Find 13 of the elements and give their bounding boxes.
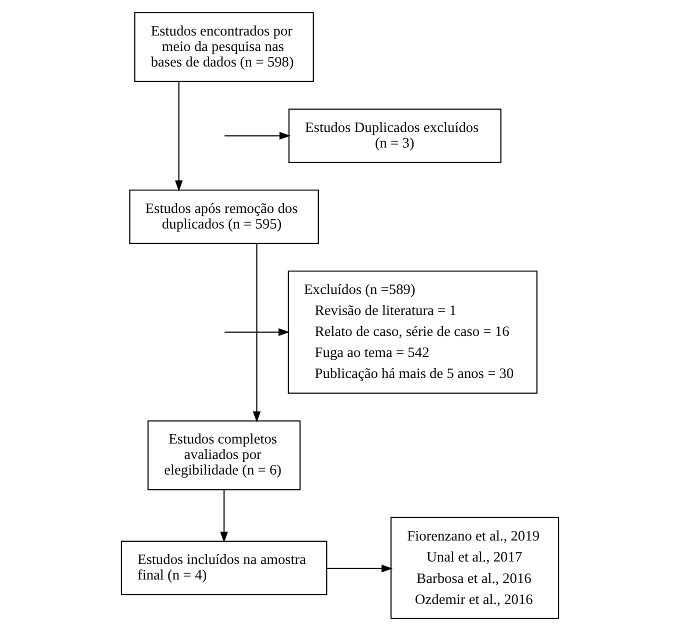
- arrow: [252, 244, 261, 422]
- node-box: Estudos Duplicados excluídos (n = 3): [288, 108, 502, 163]
- node-box: Fiorenzano et al., 2019 Unal et al., 2017 Barbosa et al., 2016 Ozdemir et al., 2016: [390, 516, 560, 619]
- node-box: Estudos após remoção dos duplicados (n = 595): [129, 190, 319, 244]
- node-box: Excluídos (n =589) Revisão de literatura = 1 Relato de caso, série de caso = 16 Fuga ao tema = 542 Publicação há mais de 5 anos = 30: [288, 270, 538, 394]
- arrow: [220, 490, 228, 543]
- arrow: [224, 132, 291, 140]
- arrow: [326, 564, 393, 572]
- node-box: Estudos completos avaliados por elegibilidade (n = 6): [148, 420, 301, 490]
- arrow: [174, 82, 183, 192]
- node-box: Estudos incluídos na amostra final (n = 4): [120, 540, 328, 596]
- node-box: Estudos encontrados por meio da pesquisa nas bases de dados (n = 598): [134, 12, 314, 82]
- arrow: [224, 328, 290, 336]
